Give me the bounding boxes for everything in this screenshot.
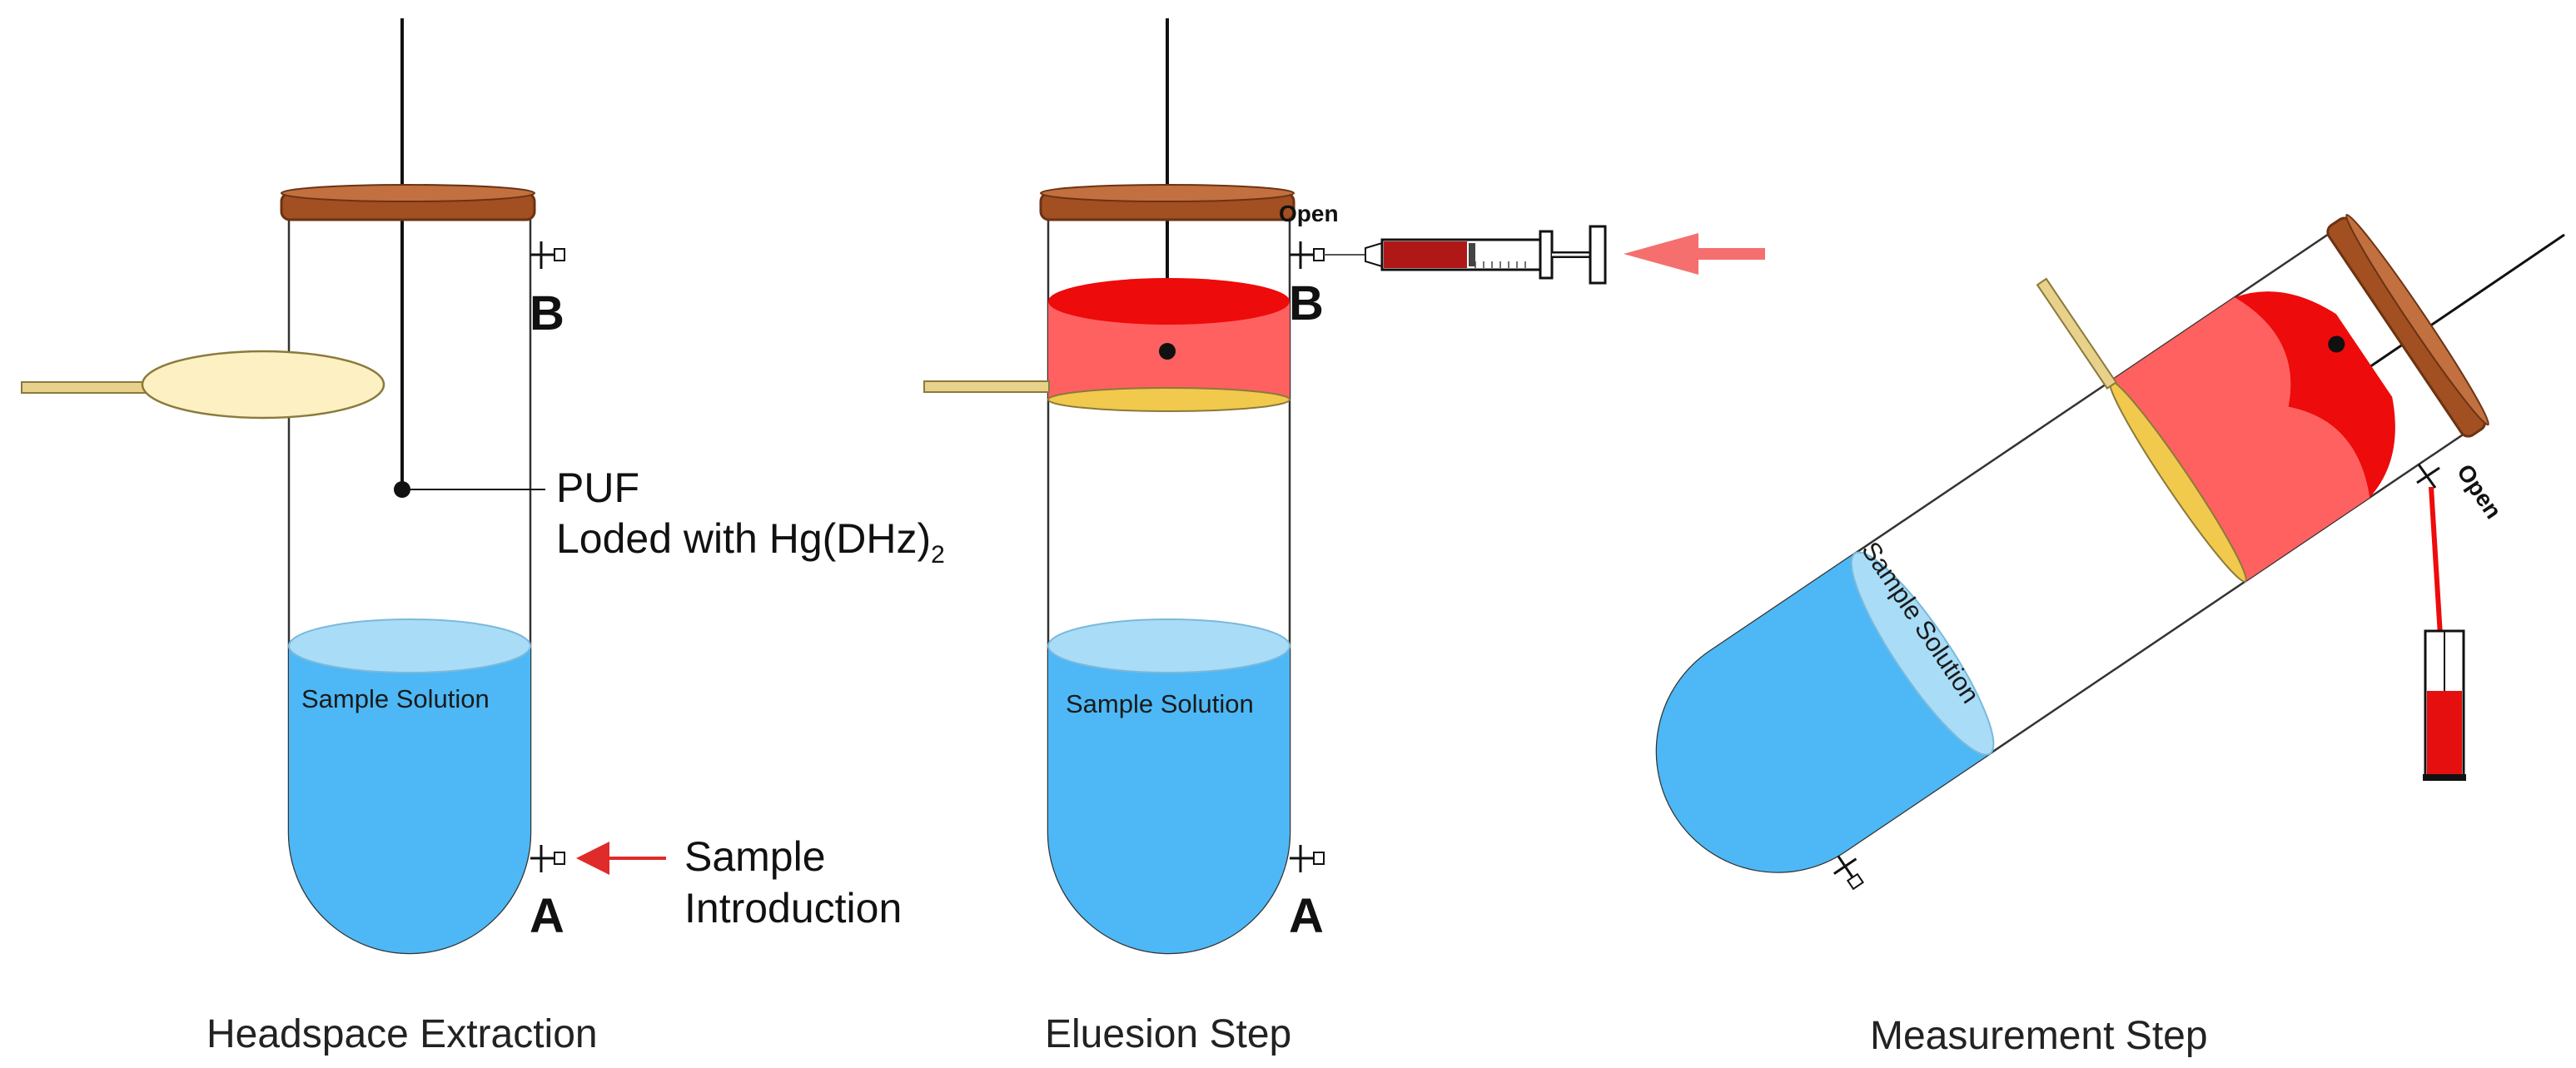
valve-open-label: Open <box>1279 201 1339 226</box>
loaded-label: Loded with Hg(DHz)2 <box>556 515 945 569</box>
valve-tip <box>1313 248 1325 261</box>
lid-top <box>1040 184 1295 202</box>
disk-handle <box>21 381 156 394</box>
eluent-surface <box>2234 291 2395 498</box>
loaded-label-main: Loded with Hg(DHz) <box>556 515 931 562</box>
caption-elution-step: Eluesion Step <box>1045 1012 1291 1056</box>
solution-surface <box>1047 618 1290 673</box>
valve-bar <box>1833 857 1857 875</box>
valve-bar <box>2416 466 2440 484</box>
syringe[interactable] <box>1324 225 1607 285</box>
caption-headspace-extraction: Headspace Extraction <box>206 1012 598 1056</box>
loaded-label-subscript: 2 <box>931 541 945 569</box>
sample-introduction-label-line2: Introduction <box>684 885 902 931</box>
disk-handle <box>2036 277 2118 390</box>
valve-a-label: A <box>1289 889 1324 943</box>
cuvette-base <box>2423 774 2466 781</box>
syringe-plunger-head <box>1469 243 1475 266</box>
valve-a-label: A <box>530 889 564 943</box>
disk-handle <box>923 380 1050 393</box>
solution-label: Sample Solution <box>1066 689 1254 718</box>
syringe-flange <box>1539 230 1554 280</box>
valve-tip <box>554 248 565 261</box>
valve-open-label: Open <box>2452 459 2507 524</box>
eluent-layer <box>2110 297 2370 582</box>
puf-label: PUF <box>556 464 639 511</box>
syringe-thumb-rest <box>1589 225 1607 285</box>
panel-elution-step <box>923 18 1765 955</box>
syringe-tip <box>1365 241 1383 268</box>
valve-a[interactable] <box>1290 845 1325 872</box>
puf-bead <box>1159 343 1176 360</box>
cuvette <box>2423 629 2466 781</box>
eluent-surface <box>1048 278 1290 325</box>
valve-a-tilted[interactable] <box>1827 848 1869 893</box>
valve-b-label: B <box>530 286 564 340</box>
valve-b-open[interactable] <box>1290 241 1325 269</box>
push-arrow <box>1624 233 1765 275</box>
sample-solution <box>1656 553 1991 872</box>
valve-tip <box>1846 872 1864 891</box>
valve-b-open-tilted[interactable] <box>2416 464 2440 489</box>
cuvette-liquid <box>2427 691 2462 777</box>
panel-headspace-extraction <box>21 18 666 955</box>
panel-measurement-step <box>1655 213 2565 893</box>
solution-surface <box>1850 551 1995 756</box>
lid-top <box>2345 213 2489 426</box>
valve-tip <box>1313 852 1325 865</box>
sample-solution <box>289 646 530 953</box>
sample-solution <box>1048 646 1290 953</box>
caption-measurement-step: Measurement Step <box>1870 1014 2208 1058</box>
valve-tip <box>554 852 565 865</box>
solution-surface <box>288 618 531 673</box>
eluent-bottom-disk <box>1047 387 1290 412</box>
puf-bead <box>2328 335 2345 353</box>
valve-stem <box>1837 855 1856 882</box>
lid-top <box>281 184 535 202</box>
puf-bead <box>394 481 410 498</box>
disk <box>141 350 385 420</box>
valve-a[interactable] <box>530 845 565 872</box>
sample-introduction-label-line1: Sample <box>684 833 826 880</box>
drip-stream <box>2429 486 2444 650</box>
solution-label: Sample Solution <box>301 684 490 713</box>
suspension-wire <box>2364 233 2565 372</box>
valve-b-label: B <box>1289 276 1324 330</box>
valve-b[interactable] <box>530 241 565 269</box>
syringe-fluid <box>1384 241 1467 268</box>
